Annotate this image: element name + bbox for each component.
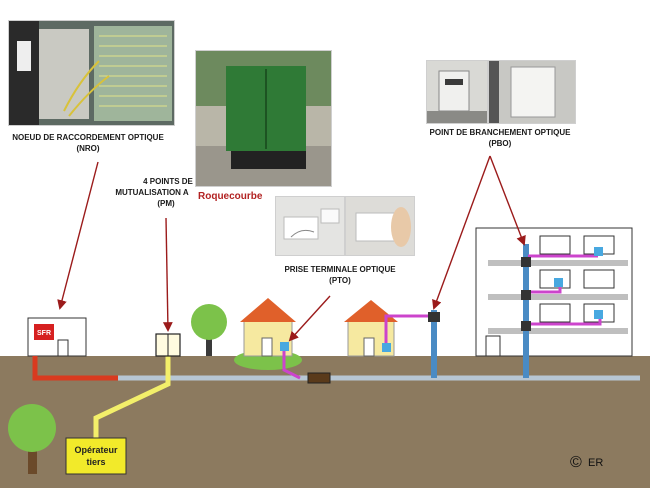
pto-photo-1 [275, 196, 345, 256]
pbo-label-line1: POINT DE BRANCHEMENT OPTIQUE [430, 128, 572, 137]
pbo-label-line2: (PBO) [489, 139, 512, 148]
pbo-box-floor-3 [521, 321, 531, 331]
operator-label-line1: Opérateur [74, 445, 118, 455]
pbo-box-street [428, 312, 440, 322]
pto-socket-2 [382, 343, 391, 352]
author-initials: ER [588, 457, 603, 469]
pm-cabinet-photo [195, 50, 332, 187]
pm-label-line1: 4 POINTS DE [143, 177, 193, 186]
pto-label-line1: PRISE TERMINALE OPTIQUE [284, 265, 396, 274]
pto-label-line2: (PTO) [329, 276, 351, 285]
copyright-symbol: © [570, 454, 582, 471]
pbo-box-floor-1 [521, 257, 531, 267]
sfr-logo-text: SFR [37, 330, 51, 337]
operator-box: Opérateur tiers [65, 437, 127, 475]
pbo-box-floor-2 [521, 290, 531, 300]
pm-label-line3: (PM) [157, 199, 175, 208]
pm-label-line2: MUTUALISATION A [115, 188, 189, 197]
pbo-photo-2 [488, 60, 576, 124]
nro-label-line2: (NRO) [76, 144, 99, 153]
nro-label-line1: NOEUD DE RACCORDEMENT OPTIQUE [12, 133, 164, 142]
callout-arrows [57, 155, 526, 342]
nro-photo [8, 20, 175, 126]
pto-socket-apt-1 [594, 247, 603, 256]
pto-socket-apt-3 [594, 310, 603, 319]
pto-socket-apt-2 [554, 278, 563, 287]
pto-photo-2 [345, 196, 415, 256]
pbo-photo-1 [426, 60, 488, 124]
pm-box [155, 333, 181, 357]
house-1 [234, 298, 302, 370]
operator-label-line2: tiers [86, 457, 105, 467]
pto-socket-1 [280, 342, 289, 351]
nro-building [27, 317, 87, 357]
tree-bottom [8, 404, 56, 474]
roquecourbe-label: Roquecourbe [198, 191, 263, 202]
tree-left [191, 304, 227, 356]
